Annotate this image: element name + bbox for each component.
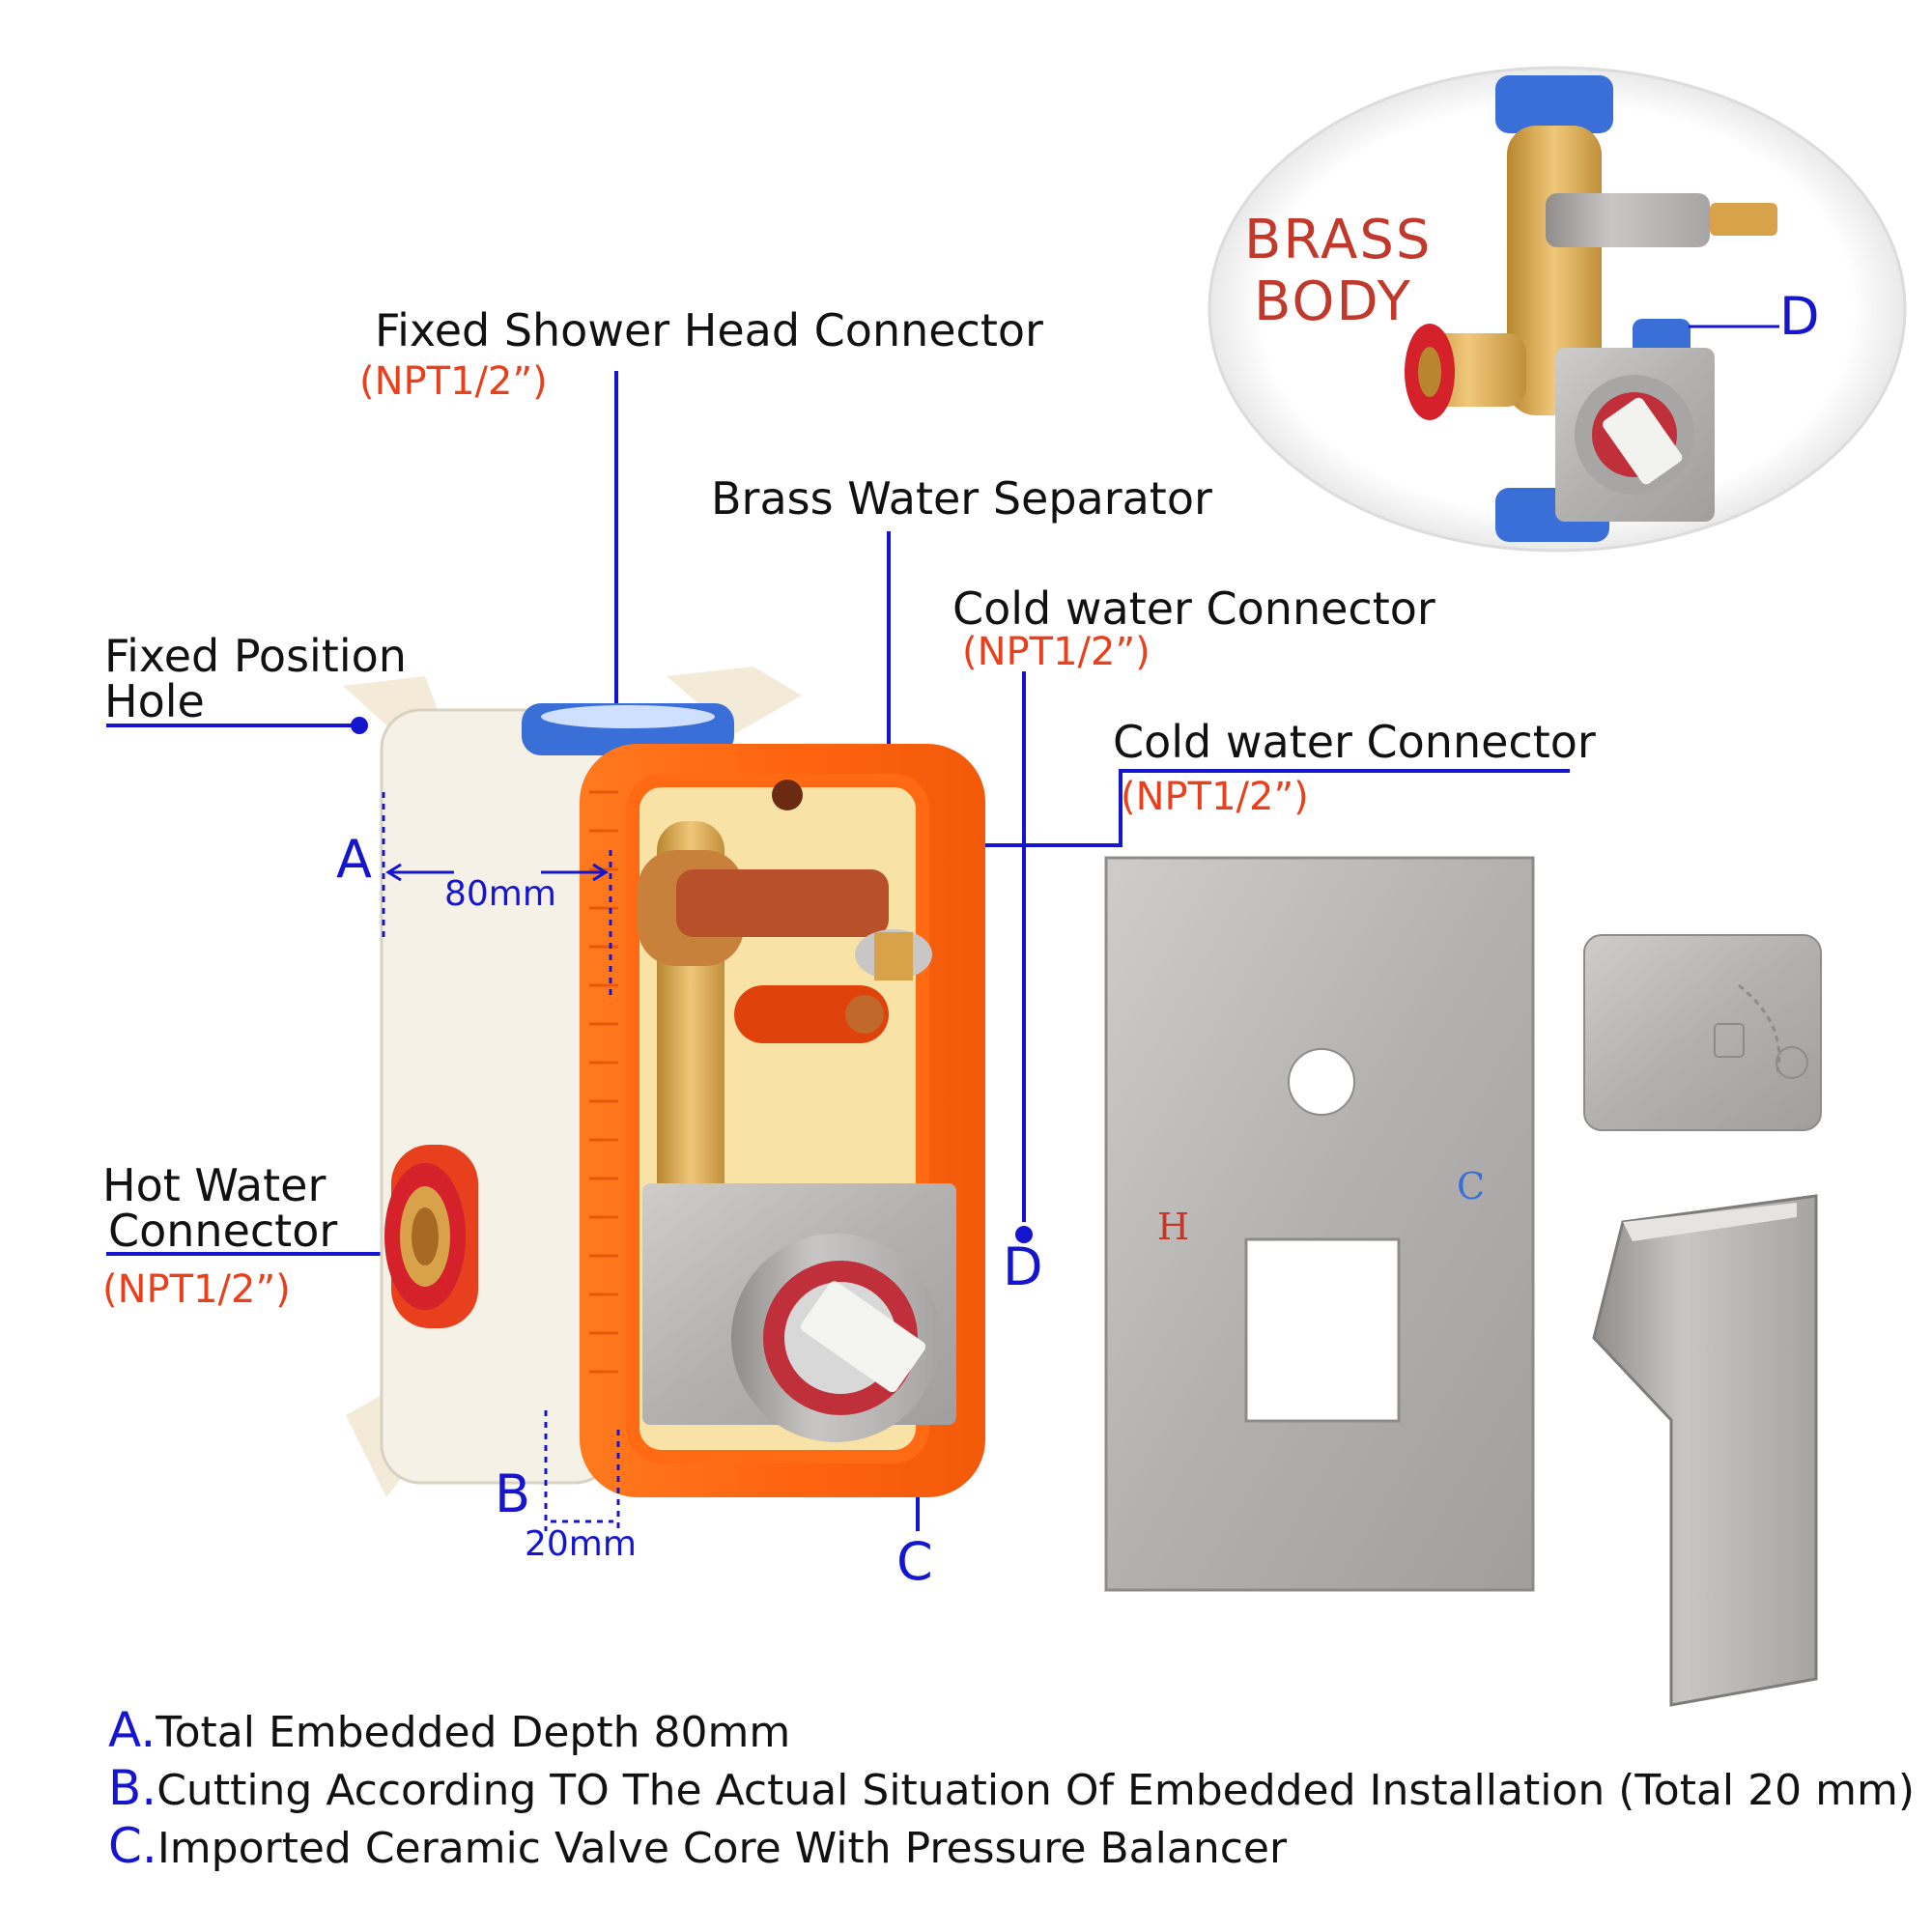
rough-in-valve-box — [343, 667, 985, 1497]
cold-water-connector-npt-2: (NPT1/2”) — [1121, 775, 1309, 819]
marker-a: A — [336, 829, 372, 890]
note-b-letter: B. — [108, 1760, 157, 1816]
plate-hot-mark: H — [1157, 1206, 1190, 1248]
plate-cold-mark: C — [1457, 1165, 1486, 1208]
dimension-a-value: 80mm — [444, 874, 556, 914]
note-a: A.Total Embedded Depth 80mm — [108, 1702, 790, 1758]
note-b-text: Cutting According TO The Actual Situatio… — [156, 1766, 1915, 1815]
marker-d-inset: D — [1779, 286, 1820, 347]
brass-body-title-line1: BRASS — [1244, 209, 1433, 271]
cold-water-connector-label-2: Cold water Connector — [1113, 716, 1596, 768]
marker-c: C — [896, 1531, 933, 1592]
note-c: C.Imported Ceramic Valve Core With Press… — [108, 1818, 1287, 1874]
note-c-letter: C. — [108, 1818, 157, 1874]
note-b: B.Cutting According TO The Actual Situat… — [108, 1760, 1915, 1816]
note-a-text: Total Embedded Depth 80mm — [156, 1708, 791, 1757]
brass-water-separator-label: Brass Water Separator — [711, 472, 1212, 525]
note-c-text: Imported Ceramic Valve Core With Pressur… — [156, 1824, 1288, 1873]
marker-d: D — [1003, 1236, 1043, 1297]
fixed-position-hole-label-line1: Fixed Position — [104, 630, 407, 682]
hot-water-connector-npt: (NPT1/2”) — [102, 1267, 291, 1312]
dimension-lines — [382, 792, 620, 1531]
diverter-knob — [1583, 934, 1822, 1131]
brass-body-title-line2: BODY — [1254, 270, 1412, 333]
marker-b: B — [495, 1463, 531, 1524]
fixed-position-hole-label-line2: Hole — [104, 675, 205, 727]
cold-water-connector-npt-1: (NPT1/2”) — [962, 630, 1151, 674]
lever-handle — [1592, 1194, 1818, 1707]
note-a-letter: A. — [108, 1702, 156, 1758]
hot-water-connector-label-line1: Hot Water — [102, 1159, 327, 1211]
trim-plate — [1104, 856, 1535, 1592]
brass-body-inset — [1208, 66, 1907, 553]
cold-water-connector-label-1: Cold water Connector — [952, 582, 1435, 635]
fixed-shower-head-label: Fixed Shower Head Connector — [375, 304, 1043, 356]
dimension-b-value: 20mm — [525, 1524, 637, 1564]
fixed-shower-head-npt: (NPT1/2”) — [359, 359, 548, 404]
hot-water-connector-label-line2: Connector — [108, 1205, 338, 1257]
